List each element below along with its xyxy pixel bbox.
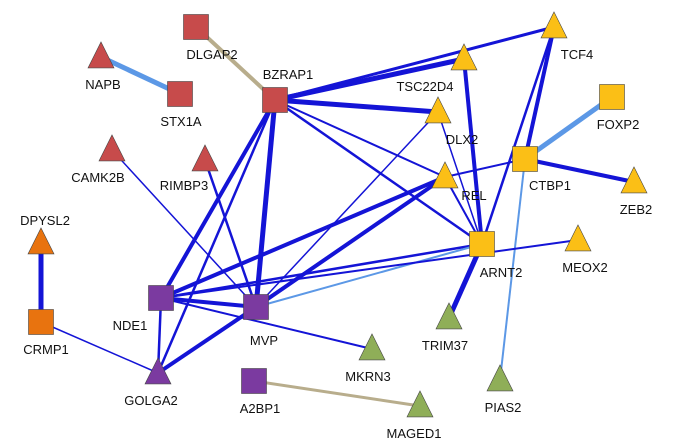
node-label-pias2: PIAS2 bbox=[485, 400, 522, 415]
edge-rel-nde1 bbox=[160, 175, 446, 300]
node-square-mvp bbox=[243, 294, 269, 320]
node-triangle-rimbp3 bbox=[191, 144, 219, 172]
node-square-arnt2 bbox=[469, 231, 495, 257]
edge-tcf4-arnt2 bbox=[480, 26, 556, 245]
node-label-trim37: TRIM37 bbox=[422, 338, 468, 353]
node-label-tcf4: TCF4 bbox=[561, 47, 594, 62]
node-label-rimbp3: RIMBP3 bbox=[160, 178, 208, 193]
edge-rimbp3-mvp bbox=[203, 159, 258, 308]
edge-meox2-nde1 bbox=[160, 239, 579, 299]
node-square-a2bp1 bbox=[241, 368, 267, 394]
node-triangle-tcf4 bbox=[540, 11, 568, 39]
node-triangle-mkrn3 bbox=[358, 333, 386, 361]
node-label-nde1: NDE1 bbox=[113, 318, 148, 333]
node-label-zeb2: ZEB2 bbox=[620, 202, 653, 217]
edge-layer bbox=[38, 25, 635, 408]
node-label-rel: REL bbox=[461, 188, 486, 203]
node-triangle-meox2 bbox=[564, 224, 592, 252]
node-label-dlgap2: DLGAP2 bbox=[186, 47, 237, 62]
node-triangle-pias2 bbox=[486, 364, 514, 392]
node-square-nde1 bbox=[148, 285, 174, 311]
node-label-a2bp1: A2BP1 bbox=[240, 401, 280, 416]
node-label-dlx2: DLX2 bbox=[446, 132, 479, 147]
node-label-stx1a: STX1A bbox=[160, 114, 202, 129]
edge-tsc22d4-arnt2 bbox=[462, 58, 484, 245]
edge-arnt2-mvp bbox=[255, 243, 483, 308]
node-label-foxp2: FOXP2 bbox=[597, 117, 640, 132]
node-label-mvp: MVP bbox=[250, 333, 278, 348]
node-triangle-golga2 bbox=[144, 357, 172, 385]
edge-bzrap1-arnt2 bbox=[274, 98, 483, 246]
node-label-bzrap1: BZRAP1 bbox=[263, 67, 314, 82]
edge-arnt2-nde1 bbox=[160, 242, 483, 300]
node-label-golga2: GOLGA2 bbox=[124, 393, 177, 408]
node-triangle-tsc22d4 bbox=[450, 43, 478, 71]
edge-mvp-golga2 bbox=[156, 305, 258, 375]
node-triangle-dpysl2 bbox=[27, 227, 55, 255]
edge-dlx2-arnt2 bbox=[437, 111, 483, 245]
node-label-crmp1: CRMP1 bbox=[23, 342, 69, 357]
edge-bzrap1-dlx2 bbox=[274, 97, 439, 115]
node-square-stx1a bbox=[167, 81, 193, 107]
node-label-ctbp1: CTBP1 bbox=[529, 178, 571, 193]
edge-tcf4-ctbp1 bbox=[523, 26, 556, 160]
edge-crmp1-golga2 bbox=[40, 321, 159, 374]
node-label-camk2b: CAMK2B bbox=[71, 170, 124, 185]
edge-nde1-mkrn3 bbox=[160, 297, 373, 350]
node-label-dpysl2: DPYSL2 bbox=[20, 213, 70, 228]
edge-dlgap2-bzrap1 bbox=[194, 25, 277, 102]
node-triangle-camk2b bbox=[98, 134, 126, 162]
edge-a2bp1-maged1 bbox=[253, 379, 421, 408]
edge-bzrap1-tsc22d4 bbox=[274, 56, 465, 103]
edge-bzrap1-mvp bbox=[253, 99, 278, 308]
node-square-ctbp1 bbox=[512, 146, 538, 172]
edge-bzrap1-golga2 bbox=[156, 99, 277, 374]
edge-ctbp1-pias2 bbox=[499, 158, 526, 381]
node-square-crmp1 bbox=[28, 309, 54, 335]
node-square-foxp2 bbox=[599, 84, 625, 110]
edge-ctbp1-zeb2 bbox=[524, 157, 635, 184]
edge-nde1-mvp bbox=[160, 296, 257, 309]
node-square-dlgap2 bbox=[183, 14, 209, 40]
edge-dlx2-mvp bbox=[255, 111, 439, 308]
edge-foxp2-ctbp1 bbox=[523, 94, 614, 162]
node-label-maged1: MAGED1 bbox=[387, 426, 442, 441]
node-label-mkrn3: MKRN3 bbox=[345, 369, 391, 384]
label-layer: DLGAP2NAPBSTX1ABZRAP1CAMK2BRIMBP3DPYSL2C… bbox=[20, 47, 652, 441]
edge-napb-stx1a bbox=[99, 54, 182, 97]
node-square-bzrap1 bbox=[262, 87, 288, 113]
node-triangle-dlx2 bbox=[424, 96, 452, 124]
node-layer bbox=[27, 11, 648, 418]
edge-camk2b-mvp bbox=[111, 149, 257, 308]
node-triangle-maged1 bbox=[406, 390, 434, 418]
node-triangle-trim37 bbox=[435, 302, 463, 330]
node-label-napb: NAPB bbox=[85, 77, 120, 92]
node-triangle-rel bbox=[431, 161, 459, 189]
node-label-arnt2: ARNT2 bbox=[480, 265, 523, 280]
edge-bzrap1-rel bbox=[274, 99, 446, 178]
node-label-meox2: MEOX2 bbox=[562, 260, 608, 275]
node-triangle-napb bbox=[87, 41, 115, 69]
node-triangle-zeb2 bbox=[620, 166, 648, 194]
node-label-tsc22d4: TSC22D4 bbox=[396, 79, 453, 94]
